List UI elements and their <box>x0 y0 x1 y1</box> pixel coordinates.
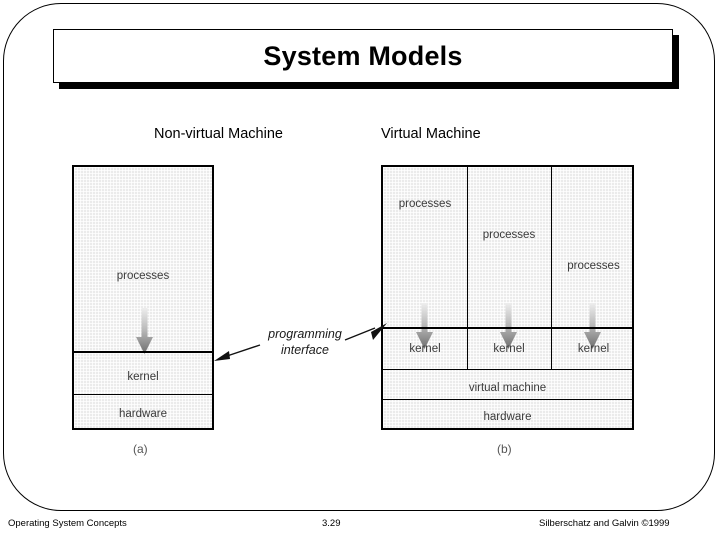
layer-label-kernel: kernel <box>577 343 610 355</box>
layer-label-kernel: kernel <box>127 371 159 383</box>
layer-label-kernel: kernel <box>493 343 525 355</box>
programming-interface-label: programming interface <box>250 327 360 358</box>
programming-interface-connectors <box>205 320 395 370</box>
flow-arrow-down <box>500 303 517 349</box>
layer-label-hardware: hardware <box>119 408 167 420</box>
flow-arrow-down <box>136 308 153 354</box>
layer-label-processes: processes <box>116 270 170 282</box>
footer-copyright: Silberschatz and Galvin ©1999 <box>539 518 670 529</box>
layer-label-processes: processes <box>567 260 620 272</box>
layer-label-processes: processes <box>398 198 452 210</box>
diagram-non-virtual-machine: processes kernel hardware <box>72 165 214 430</box>
divider-kernel-virtual-machine <box>383 369 632 370</box>
programming-interface-line1: programming <box>268 327 342 341</box>
title-box: System Models <box>53 29 673 83</box>
layer-label-kernel: kernel <box>409 343 441 355</box>
divider-processes-kernel <box>383 327 632 329</box>
divider-processes-kernel <box>74 351 212 353</box>
footer-book-title: Operating System Concepts <box>8 518 127 529</box>
divider-kernel-hardware <box>74 394 212 395</box>
flow-arrow-down <box>584 303 601 349</box>
figure-caption-a: (a) <box>133 442 148 456</box>
diagram-virtual-machine: processes kernel processes kernel proces… <box>381 165 634 430</box>
divider-virtual-machine-hardware <box>383 399 632 400</box>
layer-label-virtual-machine: virtual machine <box>468 382 547 394</box>
column-divider-1 <box>467 167 468 369</box>
flow-arrow-down <box>416 303 433 349</box>
programming-interface-line2: interface <box>281 342 329 357</box>
footer-slide-number: 3.29 <box>322 518 341 529</box>
heading-non-virtual-machine: Non-virtual Machine <box>154 126 283 142</box>
layer-label-hardware: hardware <box>483 411 532 423</box>
layer-label-processes: processes <box>482 229 536 241</box>
page-title: System Models <box>263 40 463 71</box>
heading-virtual-machine: Virtual Machine <box>381 126 481 142</box>
figure-caption-b: (b) <box>497 442 512 456</box>
column-divider-2 <box>551 167 552 369</box>
